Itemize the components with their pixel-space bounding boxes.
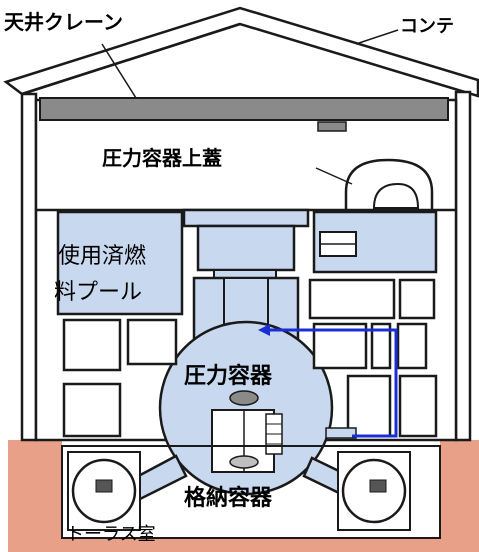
crane-leader xyxy=(101,43,137,99)
crane-beam xyxy=(39,97,449,121)
outer-roof-edge xyxy=(21,22,241,96)
outer-wall-right xyxy=(454,90,472,442)
containment-sphere xyxy=(158,320,334,496)
room-right-1 xyxy=(308,278,396,320)
label-containment-building: コンテ xyxy=(400,16,454,37)
equipment-pool-right xyxy=(312,210,438,274)
spent-fuel-pool xyxy=(56,210,184,316)
crane-trolley xyxy=(317,121,347,132)
debris-lower xyxy=(229,455,259,469)
room-left-2 xyxy=(62,382,122,438)
stored-head-inner xyxy=(372,182,420,209)
room-right-7 xyxy=(398,374,438,438)
outer-wall-left xyxy=(20,92,38,442)
basement-floor xyxy=(8,538,479,552)
room-left-1 xyxy=(62,318,122,372)
torus-debris-left xyxy=(95,479,113,493)
basement-left xyxy=(8,440,62,552)
head-leader xyxy=(315,167,353,185)
label-containment-vessel: 格納容器 xyxy=(184,486,273,511)
label-pressure-vessel: 圧力容器 xyxy=(184,364,273,389)
pipe-stub xyxy=(325,427,357,439)
room-right-6 xyxy=(346,374,392,438)
basement-right xyxy=(440,440,479,552)
torus-debris-right xyxy=(369,479,387,493)
room-left-3 xyxy=(126,318,178,366)
room-right-2 xyxy=(398,278,436,320)
reactor-well-cap xyxy=(182,208,310,228)
label-spent-fuel-pool-line1: 使用済燃 xyxy=(58,244,147,269)
room-right-4 xyxy=(370,322,392,370)
debris-upper xyxy=(229,390,259,406)
label-overhead-crane: 天井クレーン xyxy=(4,10,123,34)
reactor-well xyxy=(196,224,296,272)
containment-leader xyxy=(355,29,399,45)
torus-room-frame xyxy=(61,445,441,539)
flow-arrow-head xyxy=(258,324,270,336)
label-spent-fuel-pool-line2: 料プール xyxy=(54,280,143,305)
label-torus-room: トーラス室 xyxy=(66,524,156,545)
room-right-5 xyxy=(396,322,428,370)
label-vessel-head: 圧力容器上蓋 xyxy=(102,146,222,170)
flow-arrow-path xyxy=(268,328,398,438)
